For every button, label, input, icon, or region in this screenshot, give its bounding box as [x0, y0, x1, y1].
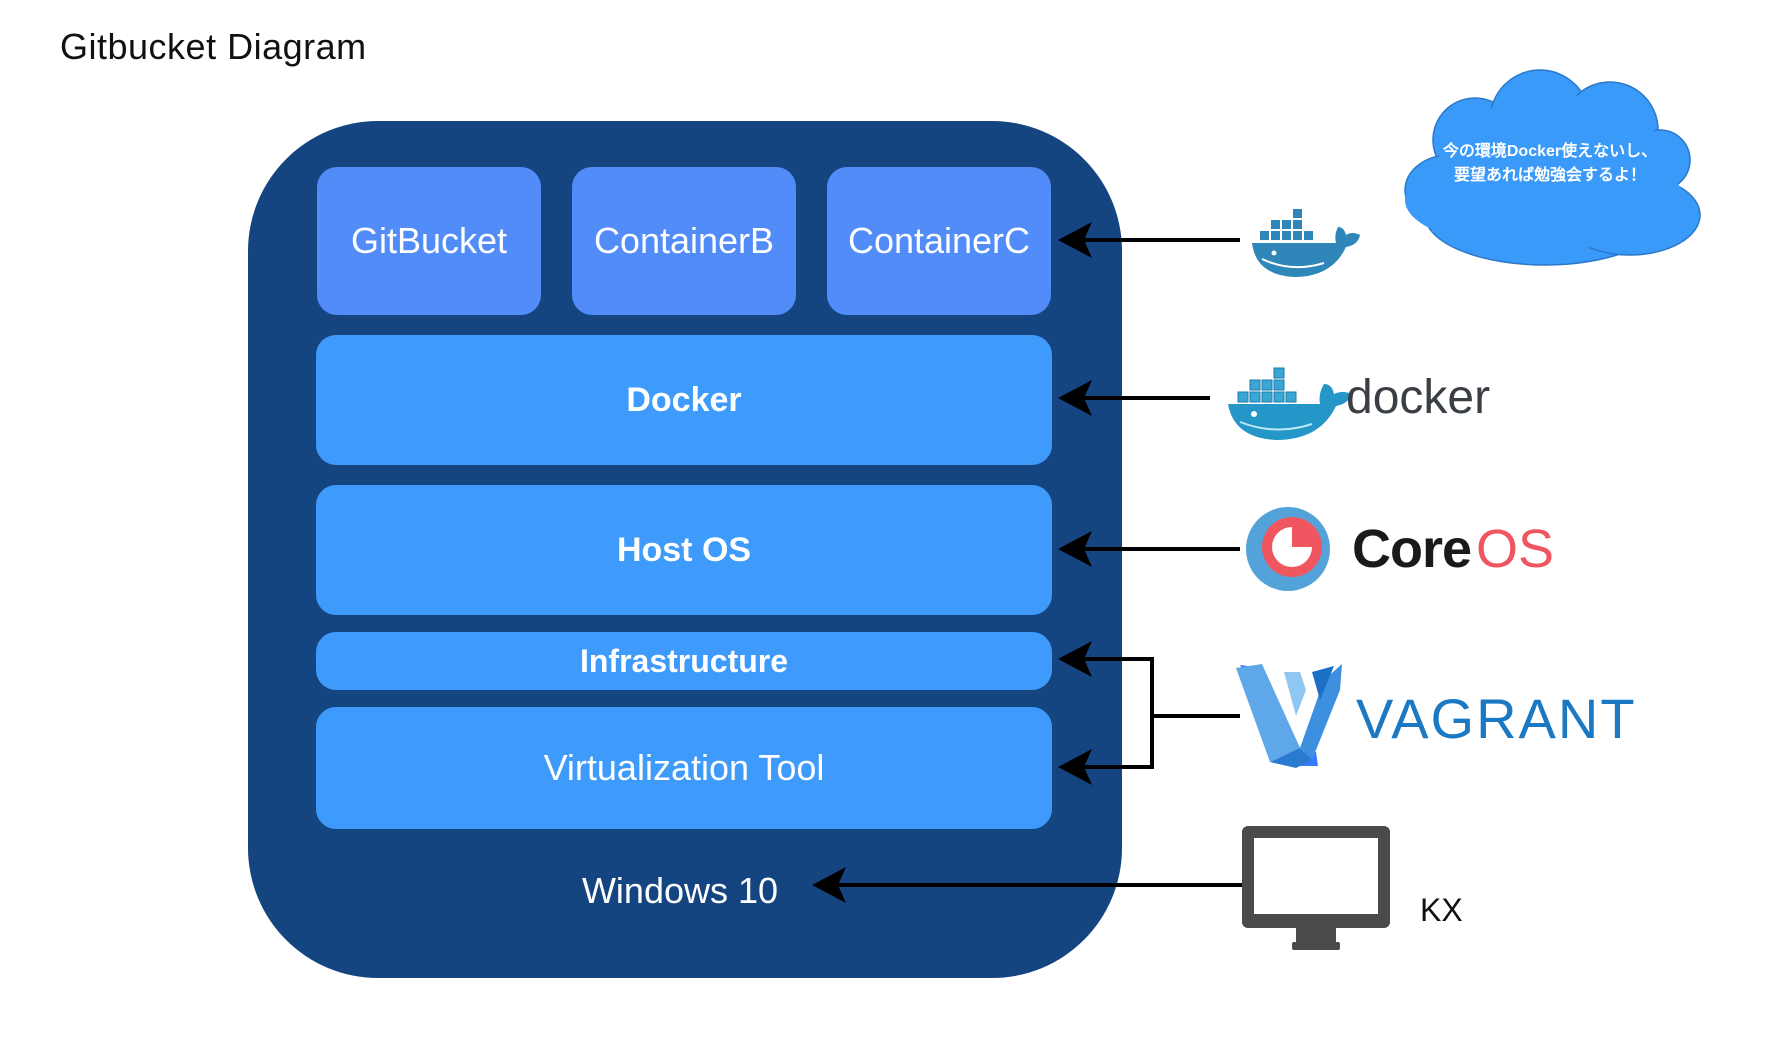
windows-label: Windows 10	[581, 870, 779, 911]
coreos-logo-icon	[1246, 507, 1330, 591]
diagram-title: Gitbucket Diagram	[60, 26, 367, 67]
docker-whale-icon	[1252, 209, 1360, 277]
monitor-icon	[1242, 826, 1390, 950]
docker-wordmark: docker	[1346, 371, 1491, 424]
arrow-to-windows	[812, 867, 1242, 903]
vagrant-logo-icon	[1236, 664, 1342, 768]
arrow-to-containers	[1058, 222, 1240, 258]
host-os-layer: Host OS	[316, 485, 1052, 615]
container-b: ContainerB	[572, 167, 796, 315]
infrastructure-layer: Infrastructure	[316, 632, 1052, 690]
container-c: ContainerC	[827, 167, 1051, 315]
coreos-wordmark-core: Core	[1352, 519, 1472, 579]
container-gitbucket: GitBucket	[317, 167, 541, 315]
cloud-note: 今の環境Docker使えないし、 要望あれば勉強会するよ！	[1400, 140, 1700, 188]
coreos-wordmark-os: OS	[1476, 519, 1555, 579]
docker-layer: Docker	[316, 335, 1052, 465]
arrow-bracket-vagrant	[1058, 641, 1240, 785]
virtualization-tool-layer: Virtualization Tool	[316, 707, 1052, 829]
vagrant-wordmark: VAGRANT	[1356, 687, 1637, 750]
cloud-note-line-1: 今の環境Docker使えないし、	[1442, 143, 1658, 160]
docker-logo-icon	[1228, 367, 1352, 440]
cloud-note-line-2: 要望あれば勉強会するよ！	[1453, 167, 1646, 184]
arrow-to-host-os	[1058, 531, 1240, 567]
kx-label: KX	[1420, 892, 1463, 928]
cloud-note-shape	[1404, 69, 1701, 266]
arrow-to-docker	[1058, 380, 1210, 416]
